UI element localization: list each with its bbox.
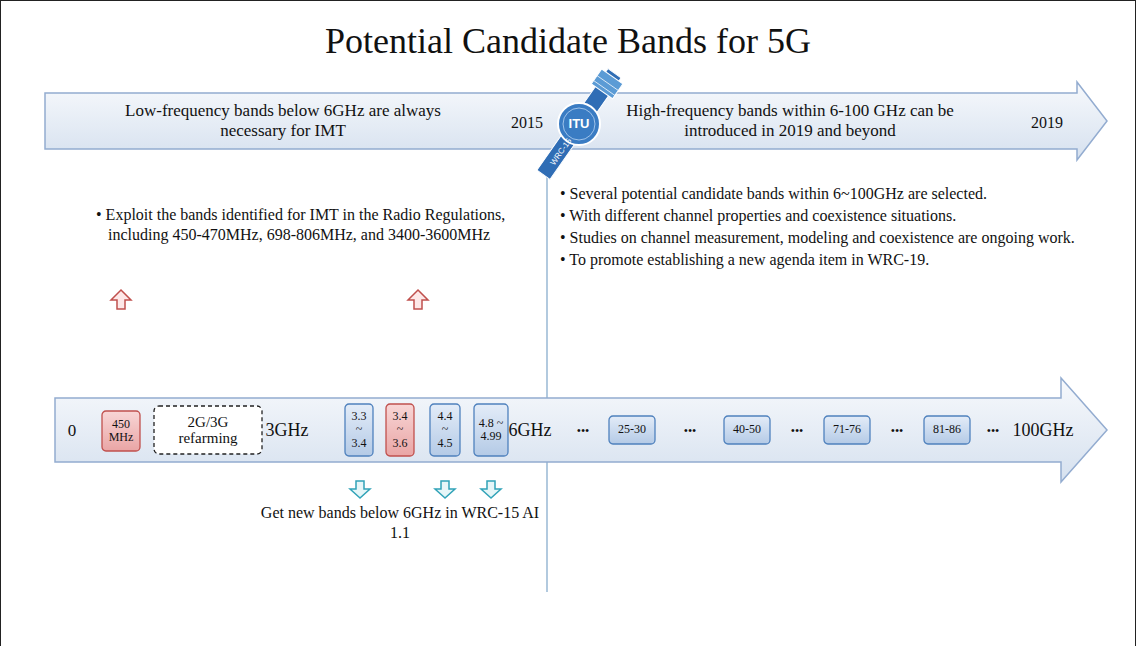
logo-text: ITU [569,116,590,132]
down-arrow [481,481,501,498]
axis-label: 100GHz [1013,420,1074,442]
band-label: 3.4 ~ 3.6 [389,410,411,450]
bullet-note: • Studies on channel measurement, modeli… [560,228,1127,248]
arrow-caption: High-frequency bands within 6-100 GHz ca… [615,101,965,142]
axis-label: 2015 [511,113,543,132]
band-box: 4.4 ~ 4.5 [429,403,461,457]
band-box: 450 MHz [101,410,141,452]
band-label: 71-76 [827,423,867,436]
divider-line [546,158,547,592]
bullet-note: • With different channel properties and … [560,206,1127,226]
axis-label: ••• [891,424,904,438]
band-label: 4.8 ~ 4.99 [477,417,505,443]
band-box: 40-50 [723,415,771,445]
axis-label: ••• [684,424,697,438]
band-box: 81-86 [923,415,971,445]
band-box: 4.8 ~ 4.99 [473,403,509,457]
band-label: 81-86 [927,423,967,436]
band-label: 4.4 ~ 4.5 [433,410,457,450]
band-label: 2G/3G refarming [166,414,250,447]
axis-label: 6GHz [509,420,552,442]
band-box: 2G/3G refarming [153,405,263,455]
title: Potential Candidate Bands for 5G [0,20,1136,62]
arrow-outline [55,378,1107,482]
band-box: 3.3 ~ 3.4 [344,403,374,457]
arrow-caption: Low-frequency bands below 6GHz are alway… [113,101,453,142]
axis-label: 0 [68,421,77,441]
logo-ring [563,108,595,140]
band-box: 71-76 [823,415,871,445]
box-outline [154,406,262,454]
box-outline [102,411,140,451]
band-label: 450 MHz [105,418,137,444]
arrow-outline [45,82,1107,160]
box-outline [474,404,508,456]
box-outline [609,416,655,444]
band-label: 25-30 [612,423,652,436]
box-outline [430,404,460,456]
band-box: 3.4 ~ 3.6 [385,403,415,457]
axis-label: 2019 [1031,113,1063,132]
down-arrow [435,481,455,498]
note-text: Get new bands below 6GHz in WRC-15 AI 1.… [260,503,540,543]
band-label: 40-50 [727,423,767,436]
timeline-arrow: 0 3GHz 6GHz ••• ••• ••• ••• ••• 100GHz 450 MHz 2G/… [55,378,1107,482]
axis-label: ••• [987,424,1000,438]
up-arrow [408,290,428,309]
band-box: 25-30 [608,415,656,445]
axis-label: ••• [577,424,590,438]
up-arrow [111,290,131,309]
box-outline [924,416,970,444]
box-outline [824,416,870,444]
bullet-note: • Several potential candidate bands with… [560,184,1127,204]
bullet-note: • To promote establishing a new agenda i… [560,250,1127,270]
box-outline [386,404,414,456]
box-outline [345,404,373,456]
bullet-note: • Exploit the bands identified for IMT i… [96,205,548,245]
band-label: 3.3 ~ 3.4 [348,410,370,450]
axis-label: 3GHz [266,420,309,442]
axis-label: ••• [791,424,804,438]
box-outline [724,416,770,444]
down-arrow [350,481,370,498]
